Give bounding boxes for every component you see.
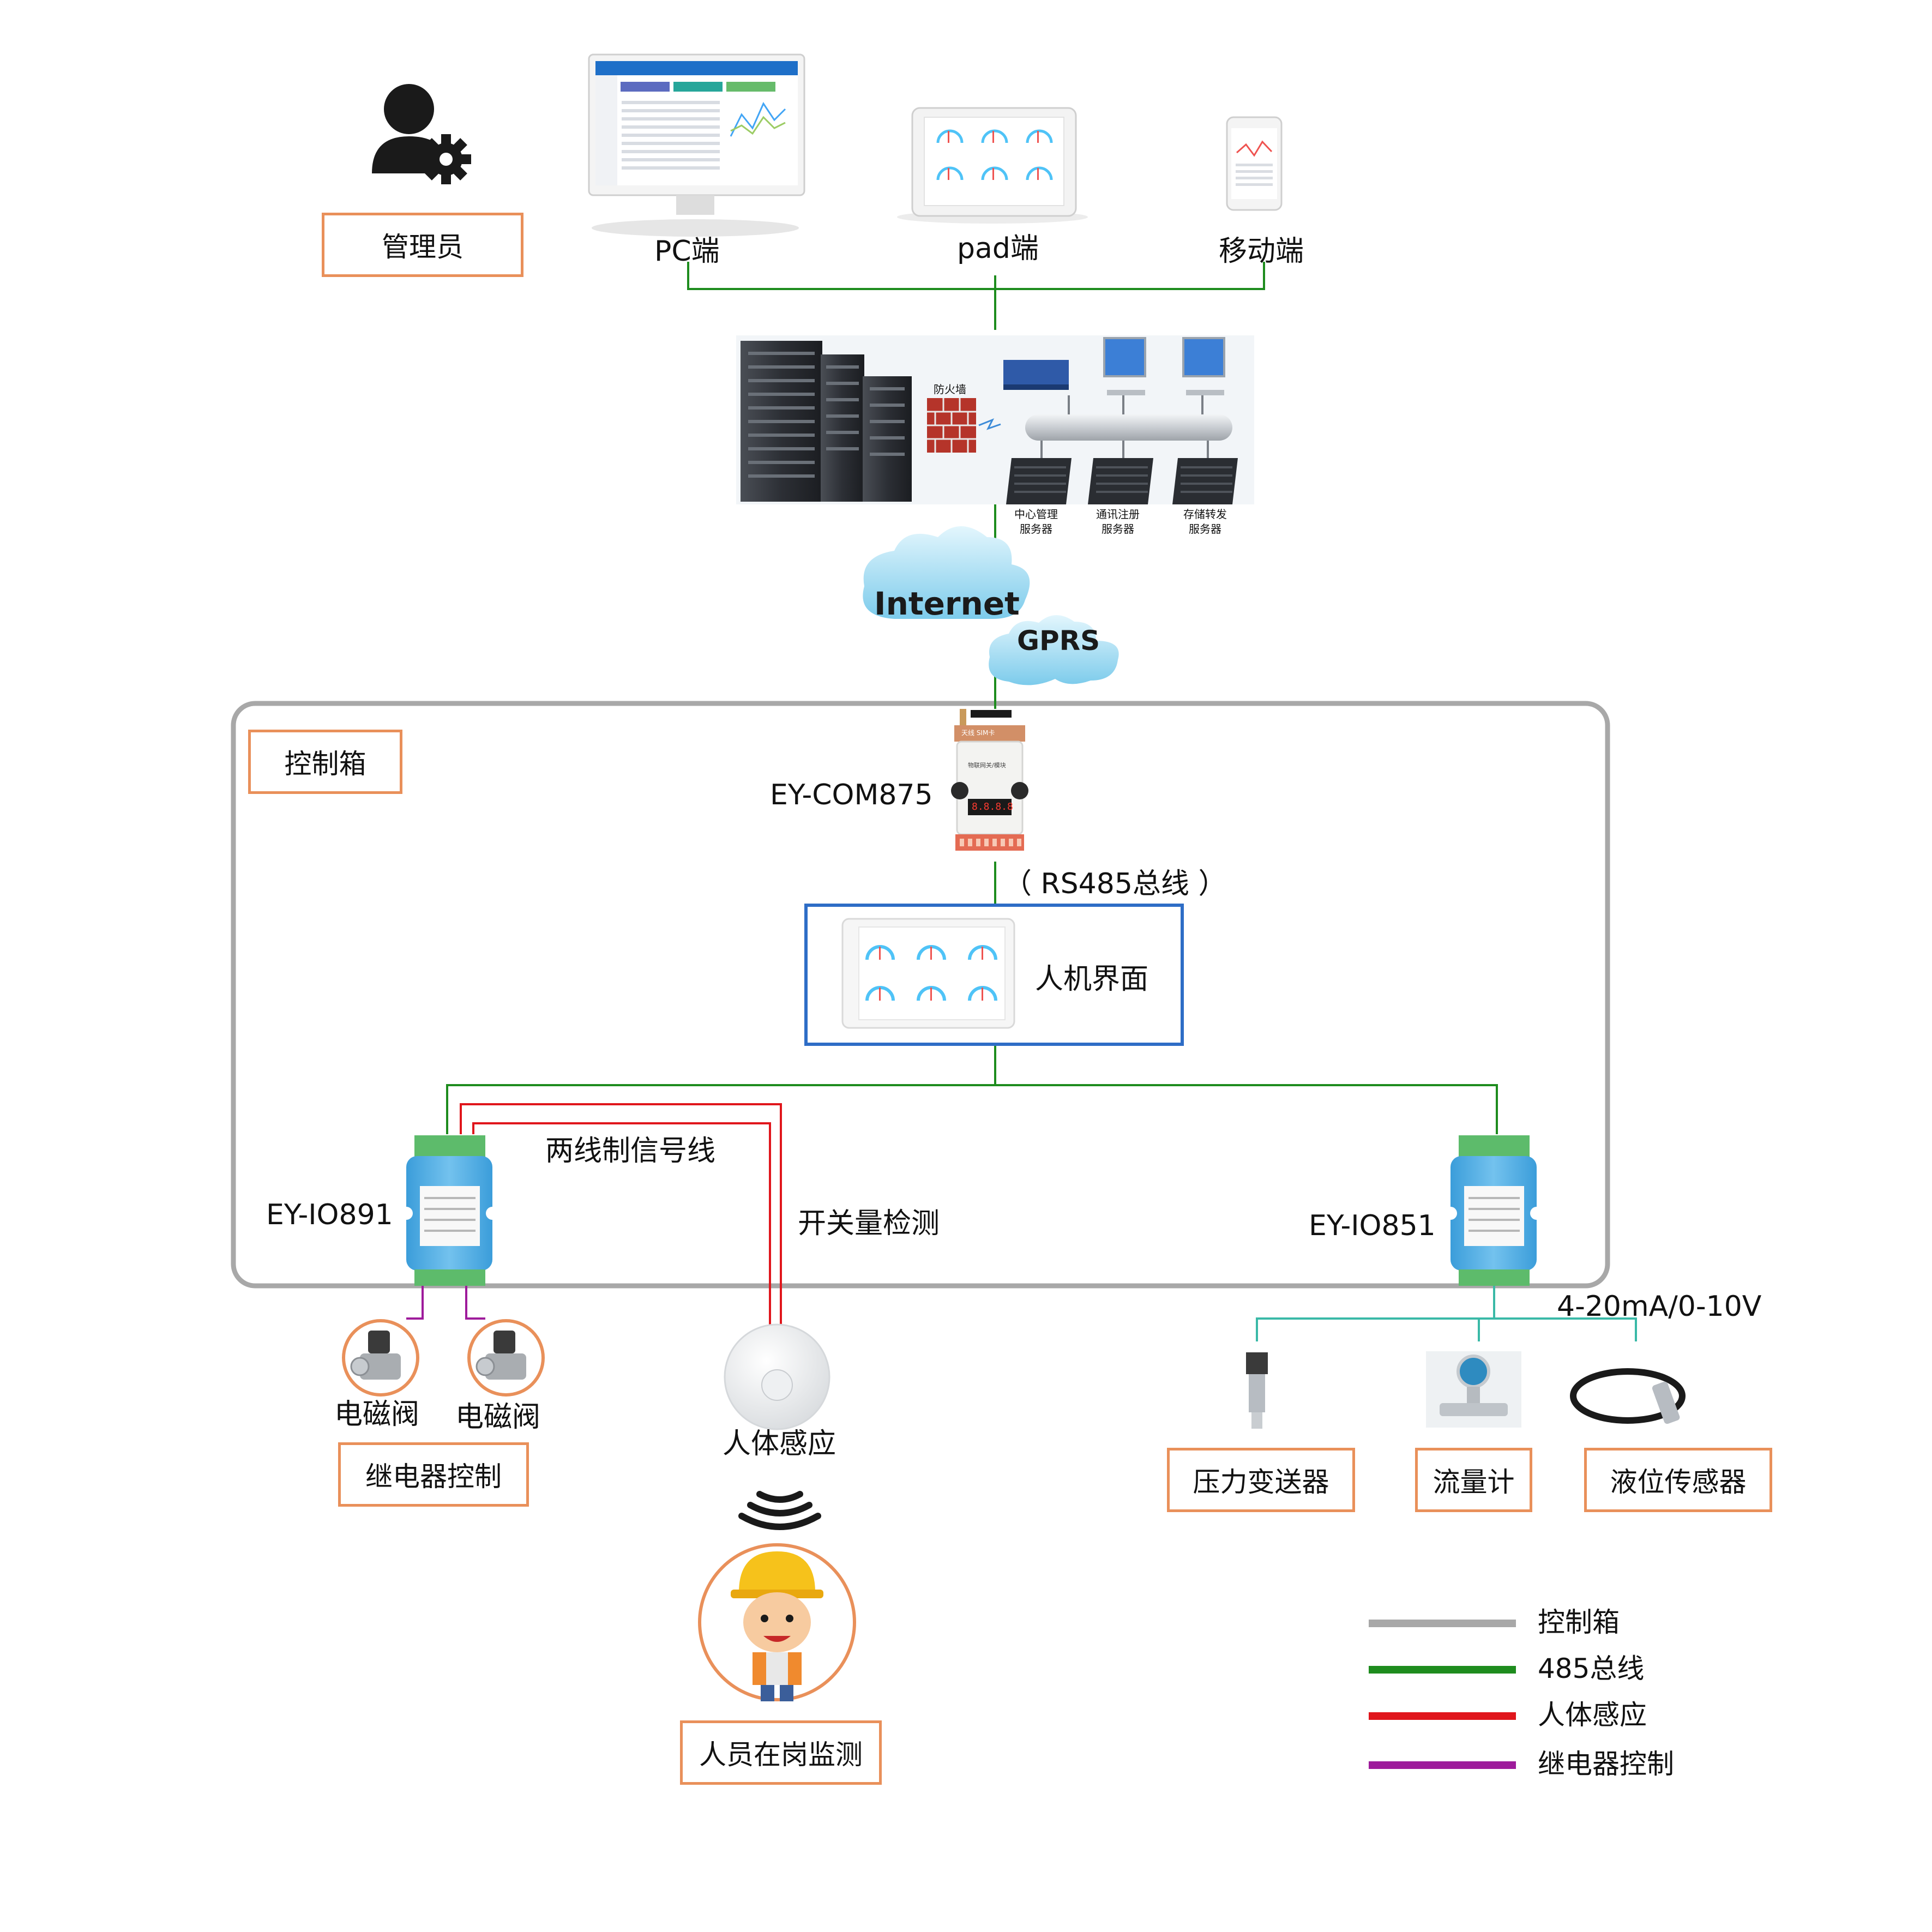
server-label-2b: 服务器 [1102, 522, 1134, 535]
admin-label: 管理员 [382, 231, 464, 263]
human-sensor-icon [724, 1323, 830, 1430]
pad-icon [897, 107, 1088, 224]
human-sensor-lines [460, 1103, 782, 1331]
server-label-1b: 服务器 [1020, 522, 1052, 535]
rs485-label: （ RS485总线 ） [1003, 868, 1227, 900]
legend-label-control-box: 控制箱 [1538, 1606, 1620, 1638]
io891-label: EY-IO891 [266, 1199, 393, 1231]
switch-detect-label: 开关量检测 [798, 1207, 940, 1240]
worker-icon [698, 1543, 856, 1701]
level-sensor-icon [1570, 1368, 1686, 1424]
admin-label-box: 管理员 [322, 213, 523, 277]
internet-label: Internet [874, 585, 1020, 622]
com875-device [951, 709, 1028, 851]
gprs-label: GPRS [1017, 625, 1100, 657]
server-label-3a: 存储转发 [1183, 508, 1227, 521]
com875-face-top: 天线 SIM卡 [961, 729, 995, 737]
server-label-1a: 中心管理 [1014, 508, 1058, 521]
control-box-label-box: 控制箱 [248, 730, 402, 794]
relay-lines [406, 1284, 485, 1320]
control-box-frame [231, 701, 1610, 1289]
control-box-label: 控制箱 [284, 748, 366, 780]
analog-lines [1256, 1286, 1637, 1341]
monitor-label-box: 人员在岗监测 [680, 1720, 882, 1785]
relay-label: 继电器控制 [365, 1461, 502, 1492]
relay-label-box: 继电器控制 [338, 1442, 529, 1507]
flow-meter-icon [1426, 1351, 1521, 1428]
level-label: 液位传感器 [1610, 1466, 1747, 1498]
pressure-label-box: 压力变送器 [1167, 1448, 1355, 1512]
admin-icon [372, 84, 471, 184]
valve-label-2: 电磁阀 [455, 1401, 541, 1434]
hmi-label: 人机界面 [1035, 963, 1149, 996]
pressure-label: 压力变送器 [1193, 1466, 1329, 1498]
com875-label: EY-COM875 [770, 779, 933, 811]
server-room-icon [736, 335, 1254, 504]
level-label-box: 液位传感器 [1584, 1448, 1772, 1512]
legend-label-485-bus: 485总线 [1538, 1653, 1645, 1684]
mobile-icon [1226, 116, 1283, 211]
solenoid-valve-icon-1 [342, 1319, 419, 1397]
pc-monitor-icon [588, 53, 805, 237]
signal-waves-icon [738, 1491, 821, 1530]
hmi-screen-icon [841, 918, 1015, 1029]
io851-device [1444, 1135, 1543, 1286]
monitor-label: 人员在岗监测 [699, 1739, 863, 1771]
legend-label-human-sensor: 人体感应 [1538, 1699, 1647, 1731]
analog-label: 4-20mA/0-10V [1557, 1290, 1762, 1323]
legend-swatches [1369, 1620, 1516, 1769]
io851-label: EY-IO851 [1309, 1209, 1436, 1242]
valve-label-1: 电磁阀 [334, 1398, 420, 1431]
pressure-transmitter-icon [1246, 1352, 1268, 1429]
com875-display: 8.8.8.8 [972, 801, 1013, 812]
solenoid-valve-icon-2 [467, 1319, 545, 1397]
pad-label: pad端 [957, 232, 1039, 265]
com875-face-title: 物联网关/模块 [968, 762, 1006, 769]
flow-label-box: 流量计 [1415, 1448, 1532, 1512]
server-label-2a: 通讯注册 [1096, 508, 1140, 521]
firewall-icon [927, 398, 976, 453]
mobile-label: 移动端 [1219, 235, 1304, 268]
firewall-label: 防火墙 [934, 383, 966, 396]
pc-label: PC端 [654, 235, 720, 268]
server-label-3b: 服务器 [1189, 522, 1221, 535]
io891-device [400, 1135, 499, 1286]
two-wire-label: 两线制信号线 [545, 1135, 716, 1167]
cloud-icon [863, 526, 1119, 685]
flow-label: 流量计 [1433, 1466, 1515, 1498]
legend-label-relay: 继电器控制 [1538, 1748, 1674, 1780]
human-sensor-label: 人体感应 [723, 1428, 836, 1460]
